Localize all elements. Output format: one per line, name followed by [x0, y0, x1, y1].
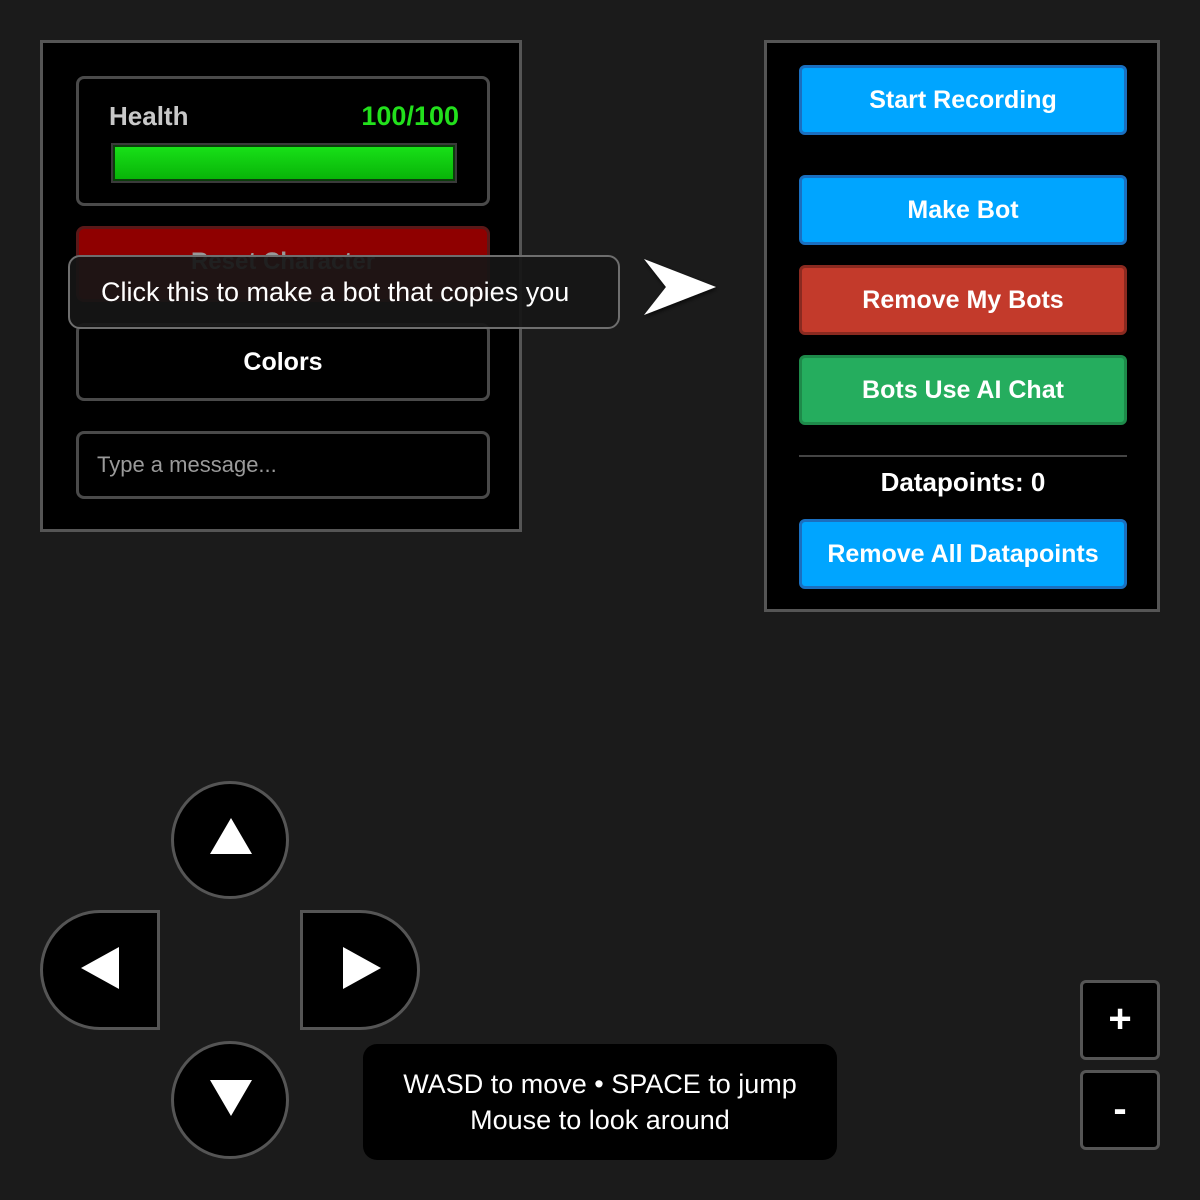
colors-button[interactable]: Colors: [76, 323, 490, 401]
triangle-left-icon: [81, 947, 119, 989]
triangle-up-icon: [210, 818, 252, 854]
remove-my-bots-button[interactable]: Remove My Bots: [799, 265, 1127, 335]
controls-hint-line-1: WASD to move • SPACE to jump: [403, 1069, 797, 1099]
datapoints-count: Datapoints: 0: [880, 467, 1046, 497]
move-down-button[interactable]: [171, 1041, 289, 1159]
health-bar: [111, 143, 457, 183]
health-bar-fill: [113, 145, 455, 181]
start-recording-button[interactable]: Start Recording: [799, 65, 1127, 135]
health-label: Health: [109, 101, 189, 131]
health-value: 100/100: [361, 101, 459, 131]
make-bot-button[interactable]: Make Bot: [799, 175, 1127, 245]
zoom-in-button[interactable]: +: [1080, 980, 1160, 1060]
zoom-out-button[interactable]: -: [1080, 1070, 1160, 1150]
bot-panel: Start Recording Make Bot Remove My Bots …: [764, 40, 1160, 612]
divider: [799, 455, 1127, 457]
controls-hint: WASD to move • SPACE to jump Mouse to lo…: [363, 1044, 837, 1160]
move-left-button[interactable]: [40, 910, 160, 1030]
triangle-right-icon: [343, 947, 381, 989]
triangle-down-icon: [210, 1080, 252, 1116]
health-box: Health 100/100: [76, 76, 490, 206]
remove-all-datapoints-button[interactable]: Remove All Datapoints: [799, 519, 1127, 589]
chat-message-input[interactable]: [76, 431, 490, 499]
move-up-button[interactable]: [171, 781, 289, 899]
move-right-button[interactable]: [300, 910, 420, 1030]
controls-hint-line-2: Mouse to look around: [470, 1105, 730, 1135]
bots-use-ai-chat-button[interactable]: Bots Use AI Chat: [799, 355, 1127, 425]
tutorial-tooltip: Click this to make a bot that copies you: [68, 255, 620, 329]
arrow-right-icon: [640, 255, 720, 324]
tooltip-text: Click this to make a bot that copies you: [101, 277, 570, 307]
